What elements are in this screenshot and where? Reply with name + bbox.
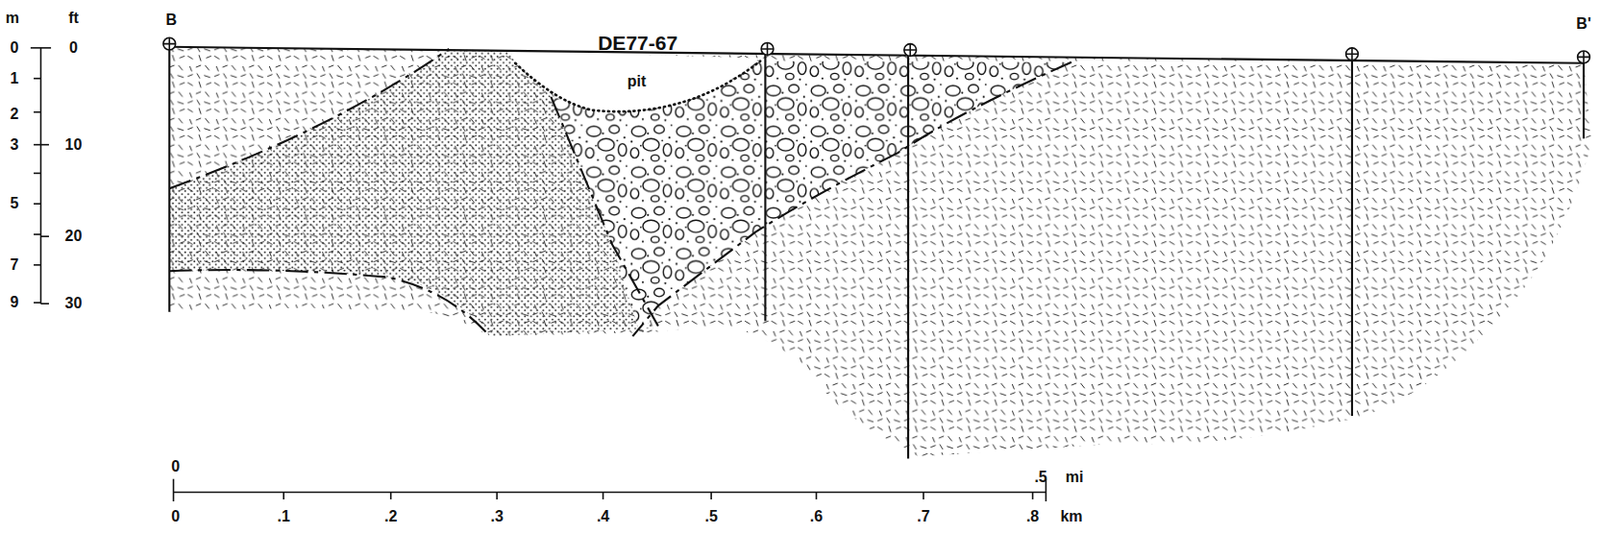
pit-floor xyxy=(515,61,761,112)
depth-number: 9 xyxy=(9,295,19,311)
hole-name: DE77-67 xyxy=(597,32,678,53)
scale-number: .2 xyxy=(384,509,397,525)
scale-unit: km xyxy=(1059,509,1083,525)
scale-bar xyxy=(173,479,1047,502)
unit-label: ft xyxy=(68,10,79,26)
scale-number: .3 xyxy=(490,509,503,525)
depth-number: 20 xyxy=(65,228,83,245)
ground-surface xyxy=(169,47,1584,64)
depth-scale xyxy=(30,48,51,304)
depth-number: 5 xyxy=(9,196,19,212)
depth-number: 30 xyxy=(65,295,83,312)
pit-void xyxy=(510,50,761,112)
scale-number: .5 xyxy=(1033,469,1047,486)
pit-label: pit xyxy=(627,73,647,90)
depth-number: 1 xyxy=(9,71,19,87)
depth-number: 3 xyxy=(9,137,19,153)
depth-number: 2 xyxy=(9,106,19,123)
depth-number: 0 xyxy=(9,40,19,56)
unit-label: m xyxy=(5,10,20,26)
contacts xyxy=(169,49,1072,337)
section-end: B' xyxy=(1575,16,1591,32)
scale-number: 0 xyxy=(171,459,180,475)
scale-number: .4 xyxy=(596,509,610,525)
scale-unit: mi xyxy=(1065,469,1084,486)
scale-number: .6 xyxy=(810,509,823,525)
depth-number: 10 xyxy=(65,137,83,153)
depth-number: 0 xyxy=(69,40,78,56)
drill-holes xyxy=(169,47,1584,460)
scale-number: .1 xyxy=(277,509,291,525)
scale-number: .5 xyxy=(704,509,717,525)
hole-symbols xyxy=(163,37,1590,64)
till-unit xyxy=(169,47,1592,458)
scale-number: 0 xyxy=(171,509,180,525)
scale-number: .7 xyxy=(916,509,930,525)
depth-number: 7 xyxy=(9,257,19,273)
section-end: B xyxy=(166,12,178,28)
scale-number: .8 xyxy=(1026,509,1039,525)
